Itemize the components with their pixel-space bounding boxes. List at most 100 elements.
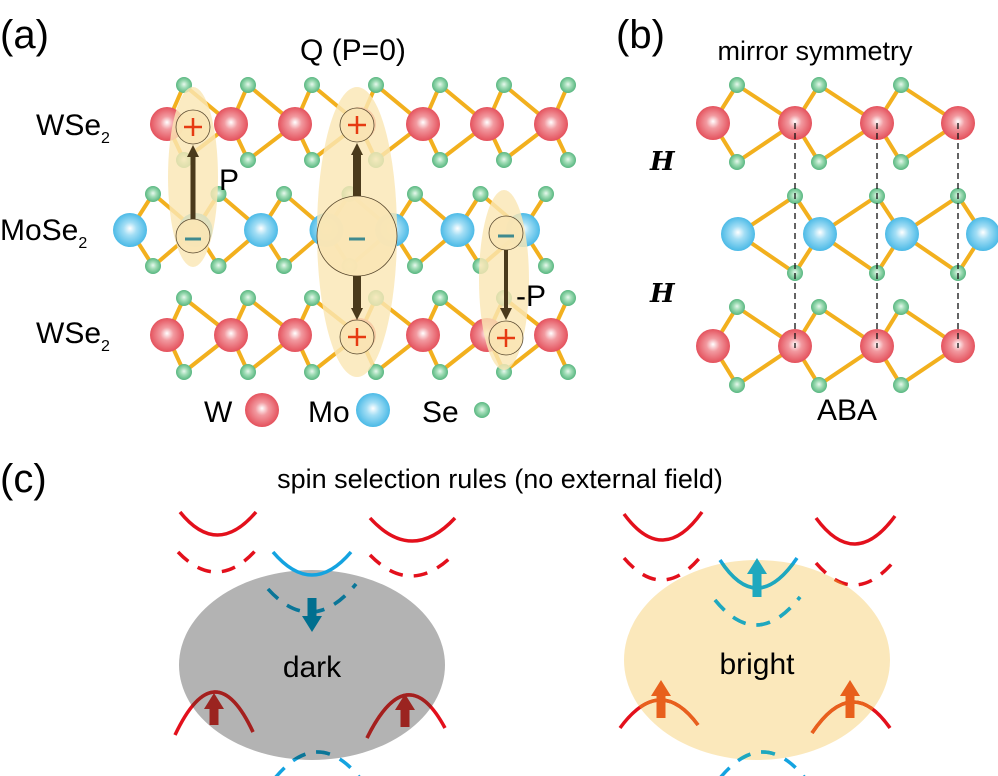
electron-circle: [488, 215, 524, 251]
valence-band-blue-dashed-inner: [718, 750, 807, 760]
se-atom: [560, 290, 576, 306]
excitons: [168, 87, 529, 377]
valence-band-blue-dashed-inner: [273, 750, 362, 760]
stacking-caption: ABA: [817, 394, 877, 427]
mo-atom: [113, 213, 147, 247]
layer-label-bottom-wse2: WSe2: [36, 317, 110, 355]
se-atom: [276, 258, 292, 274]
bright-label: bright: [719, 648, 795, 681]
electron-circle: [175, 218, 211, 254]
w-atom: [214, 318, 248, 352]
spin-arrow: [209, 707, 219, 725]
se-atom: [893, 77, 909, 93]
spin-arrow: [307, 598, 317, 618]
conduction-band-red-dashed: [814, 558, 897, 587]
se-atom: [304, 77, 320, 93]
spin-arrow: [845, 694, 855, 718]
se-atom: [145, 186, 161, 202]
w-atom: [470, 107, 504, 141]
spin-up-arrow-icon: [747, 558, 767, 574]
panel-c-title: spin selection rules (no external field): [277, 464, 723, 494]
se-atom: [472, 186, 489, 202]
se-atom: [368, 364, 384, 380]
mo-atom: [803, 217, 837, 251]
se-atom: [240, 364, 256, 380]
conduction-band-blue-solid: [271, 550, 353, 577]
se-atom: [276, 186, 292, 202]
se-atom: [240, 152, 256, 168]
se-atom: [538, 186, 554, 202]
w-atom: [406, 318, 440, 352]
layer-label-mose2: MoSe2: [0, 214, 87, 252]
stacking-label-top: H: [649, 147, 676, 177]
conduction-band-red-solid: [178, 510, 258, 537]
band-diagrams: [173, 510, 897, 776]
se-atom: [304, 152, 320, 168]
conduction-band-blue-dashed-inner: [713, 595, 802, 627]
w-atom: [214, 107, 248, 141]
se-atom: [811, 154, 827, 170]
spin-arrow: [400, 708, 410, 727]
se-atom: [240, 77, 256, 93]
se-atom: [432, 364, 448, 380]
polarization-label-minus-p: -P: [516, 280, 546, 313]
panel-b-label: (b): [616, 13, 665, 57]
stacking-label-bottom: H: [649, 279, 676, 309]
w-atom: [534, 107, 568, 141]
se-atom: [432, 77, 448, 93]
w-atom: [406, 107, 440, 141]
se-atom: [811, 377, 827, 393]
legend-label-mo: Mo: [308, 396, 350, 429]
se-atom: [407, 186, 423, 202]
w-atom: [696, 329, 730, 363]
aba-lattice-b: [696, 77, 998, 393]
spin-arrow: [752, 572, 762, 597]
se-atom: [407, 258, 423, 274]
se-atom: [368, 77, 384, 93]
panel-b-title: mirror symmetry: [718, 36, 913, 66]
se-atom: [240, 290, 256, 306]
legend-label-se: Se: [422, 396, 459, 429]
mirror-lines-overlay: [794, 123, 959, 348]
se-atom: [560, 77, 576, 93]
panel-a-title: Q (P=0): [300, 34, 406, 67]
se-atom: [304, 290, 320, 306]
se-atom: [304, 364, 320, 380]
dark-label: dark: [283, 651, 342, 684]
se-atom: [811, 77, 827, 93]
se-atom: [811, 299, 827, 315]
panel-c-label: (c): [0, 457, 47, 501]
se-atom: [729, 377, 745, 393]
w-atom: [696, 106, 730, 140]
se-atom: [538, 258, 554, 274]
se-atom: [432, 152, 448, 168]
se-atom: [432, 290, 448, 306]
se-atom: [560, 364, 576, 380]
spin-up-arrow-icon: [651, 680, 671, 696]
electron-circle: [316, 195, 398, 277]
se-atom: [560, 152, 576, 168]
mo-atom: [966, 217, 998, 251]
se-atom: [729, 154, 745, 170]
se-atom: [496, 77, 512, 93]
conduction-band-red-solid: [622, 510, 704, 542]
se-atom: [729, 77, 745, 93]
layer-label-top-wse2: WSe2: [36, 109, 110, 147]
w-atom: [150, 318, 184, 352]
conduction-band-red-solid: [368, 516, 457, 543]
se-atom: [496, 152, 512, 168]
spin-up-arrow-icon: [840, 680, 860, 696]
se-atom: [893, 154, 909, 170]
panel-a-label: (a): [0, 13, 49, 57]
atoms: [696, 77, 998, 393]
w-atom: [534, 318, 568, 352]
bright-exciton-ellipse: [624, 560, 890, 760]
mo-atom: [885, 217, 919, 251]
mo-atom: [721, 217, 755, 251]
w-atom: [278, 107, 312, 141]
dark-exciton-ellipse: [179, 570, 445, 760]
se-atom: [893, 377, 909, 393]
polarization-label-p: P: [219, 164, 239, 197]
w-atom: [245, 393, 279, 427]
se-atom: [210, 258, 227, 274]
